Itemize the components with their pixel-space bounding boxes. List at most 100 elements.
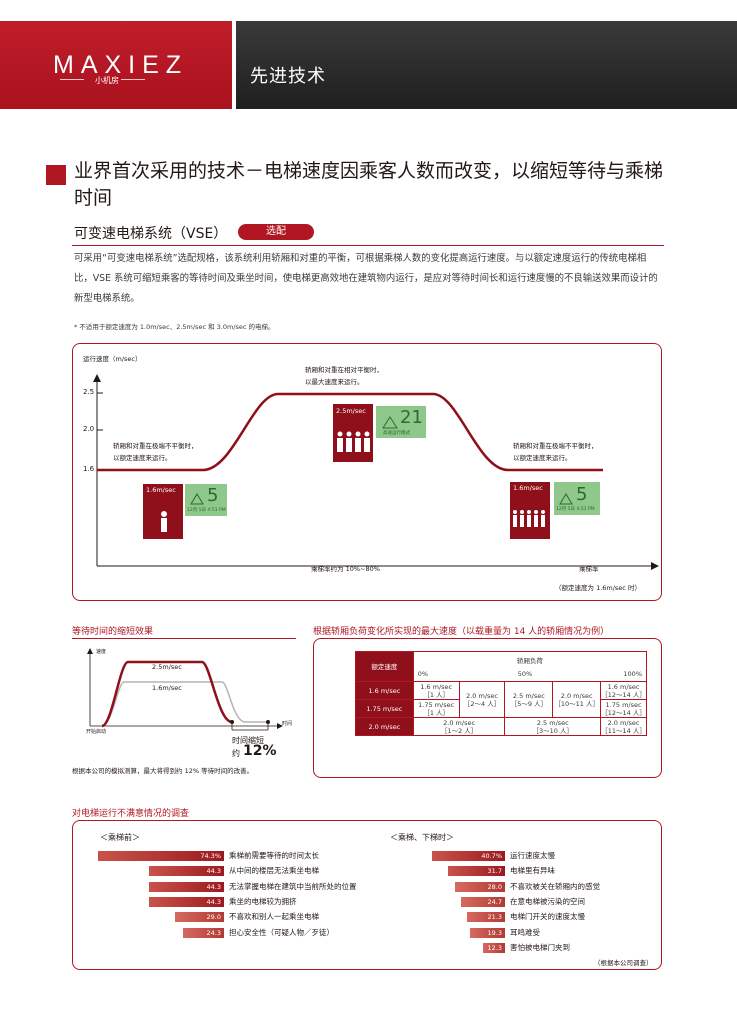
table-cell: ［1 人］ [423, 708, 450, 717]
survey-panel [72, 820, 662, 970]
survey-label: 运行速度太慢 [510, 851, 555, 860]
x-axis-label: 乘梯率 [579, 565, 599, 573]
table-cell: 1.6 m/sec [607, 682, 640, 691]
table-cell: ［3～10 人］ [532, 726, 574, 735]
wait-panel-rule [72, 638, 296, 639]
survey-bar [431, 851, 505, 861]
y-tick: 2.0 [83, 425, 95, 433]
brand-logo: MAXIEZ [53, 51, 189, 79]
survey-bar [482, 942, 505, 953]
table-cell: ［11～14 人］ [601, 726, 646, 735]
table-cell: 1.6 m/sec [420, 682, 453, 691]
car-mid-display-text: 高速运行模式 [383, 431, 410, 436]
survey-label: 担心安全性（可疑人物／歹徒） [229, 927, 334, 937]
survey-label: 无法掌握电梯在建筑中当前所处的位置 [229, 881, 357, 891]
header-bar: 先进技术 [236, 21, 737, 109]
up-arrow-icon [559, 493, 573, 505]
survey-value: 31.7 [487, 867, 502, 876]
survey-label: 乘坐的电梯较为拥挤 [229, 896, 297, 906]
wait-y-label: 速度 [96, 649, 107, 655]
wait-speed-high: 2.5m/sec [152, 663, 182, 671]
car-right-speed: 1.6m/sec [513, 484, 543, 492]
y-tick: 1.6 [83, 465, 95, 473]
pct-50: 50% [517, 670, 533, 679]
survey-value: 40.7% [481, 852, 502, 860]
table-cell: ［1～2 人］ [440, 726, 478, 735]
speed-curve [97, 392, 603, 472]
wait-note: 根据本公司的模拟测算，最大将得到约 12% 等待时间的改善。 [72, 767, 254, 775]
footnote: * 不适用于额定速度为 1.0m/sec、2.5m/sec 和 3.0m/sec… [74, 323, 275, 331]
survey-value: 28.0 [487, 882, 502, 891]
survey-bar [466, 912, 505, 923]
survey-value: 44.3 [206, 882, 221, 891]
survey-label: 电梯门开关的速度太慢 [510, 912, 585, 922]
survey-bar [460, 896, 505, 907]
table-cell: 2.5 m/sec [512, 691, 545, 700]
survey-bar [454, 881, 505, 892]
y-tick: 2.5 [83, 388, 95, 396]
car-mid-speed: 2.5m/sec [336, 407, 366, 415]
survey-value: 24.7 [487, 897, 502, 906]
annotation-left: 以额定速度来运行。 [113, 454, 172, 462]
subhead-title: 可变速电梯系统（VSE） [74, 226, 228, 242]
speed-chart-panel: 运行速度（m/sec） 2.5 2.0 1.6 轿厢和对重在极端不平衡时， 以额… [72, 343, 662, 601]
table-cell: 1.75 m/sec [418, 700, 455, 709]
logo-divider-right [121, 79, 145, 80]
brand-logo-block: MAXIEZ 小机房 [0, 21, 232, 109]
row-header: 1.6 m/sec [355, 681, 414, 700]
wait-x-label: 时间 [282, 721, 293, 727]
survey-label: 在意电梯被污染的空间 [510, 896, 585, 906]
row-header: 1.75 m/sec [355, 699, 414, 718]
display-right [554, 482, 600, 515]
annotation-mid: 轿厢和对重在相对平衡时， [305, 366, 383, 374]
x-axis-label-mid: 乘梯率约为 10%~80% [311, 565, 380, 573]
survey-bar [174, 912, 224, 923]
survey-bar [447, 866, 505, 877]
table-cell: ［12～14 人］ [601, 708, 646, 717]
survey-label: 从中间的楼层无法乘坐电梯 [229, 866, 319, 876]
car-left-speed: 1.6m/sec [146, 486, 176, 494]
time-reduction-label: 时间缩短 [232, 736, 264, 745]
annotation-right: 以额定速度来运行。 [513, 454, 572, 462]
rated-speed-header: 额定速度 [355, 651, 414, 682]
table-cell: 2.0 m/sec [607, 718, 640, 727]
annotation-right: 轿厢和对重在极端不平衡时， [513, 442, 598, 450]
load-header: 轿厢负荷 [412, 651, 648, 670]
survey-bar [148, 881, 224, 892]
intro-paragraph: 可采用“可变速电梯系统”选配规格，该系统利用轿厢和对重的平衡，可根据乘梯人数的变… [74, 253, 658, 304]
up-arrow-icon [382, 416, 398, 429]
survey-bar [470, 927, 505, 938]
pct-0: 0% [417, 670, 429, 679]
table-cell: ［10～11 人］ [554, 699, 599, 708]
table-cell: 2.0 m/sec [443, 718, 476, 727]
table-cell: ［2～4 人］ [463, 699, 501, 708]
time-reduction-prefix: 约 [232, 749, 240, 758]
row-header: 2.0 m/sec [355, 717, 414, 736]
survey-label: 电梯里有异味 [510, 866, 555, 876]
subhead-divider [72, 245, 664, 246]
survey-value: 24.3 [206, 928, 221, 937]
rated-speed-curve [101, 681, 268, 727]
survey-bar [182, 927, 224, 938]
up-arrow-icon [190, 493, 204, 505]
section-title: 先进技术 [250, 66, 326, 87]
survey-value: 44.3 [206, 897, 221, 906]
survey-source: （根据本公司调查） [594, 959, 653, 967]
survey-value: 74.3% [200, 852, 221, 860]
y-axis-label: 运行速度（m/sec） [83, 355, 142, 363]
survey-value: 44.3 [206, 867, 221, 876]
y-axis-arrow [93, 374, 101, 382]
wait-speed-low: 1.6m/sec [152, 684, 182, 692]
car-left-display-text: 12月 5日 4:51 PM [187, 508, 226, 513]
table-panel [313, 638, 662, 778]
car-right-floor: 5 [576, 484, 588, 505]
time-reduction-value: 12% [243, 743, 277, 759]
wait-panel-title: 等待时间的缩短效果 [72, 627, 154, 637]
wait-chart [87, 648, 283, 731]
speed-table: 额定速度 轿厢负荷 0% 50% 100% 1.6 m/sec 1.6 m/se… [355, 651, 648, 736]
wait-start-label: 开始启动 [86, 729, 107, 735]
survey-value: 21.3 [487, 913, 502, 922]
survey-value: 29.0 [206, 913, 221, 922]
page-headline: 业界首次采用的技术－电梯速度因乘客人数而改变，以缩短等待与乘梯时间 [74, 160, 664, 209]
car-right-display-text: 12月 5日 4:51 PM [556, 507, 595, 512]
